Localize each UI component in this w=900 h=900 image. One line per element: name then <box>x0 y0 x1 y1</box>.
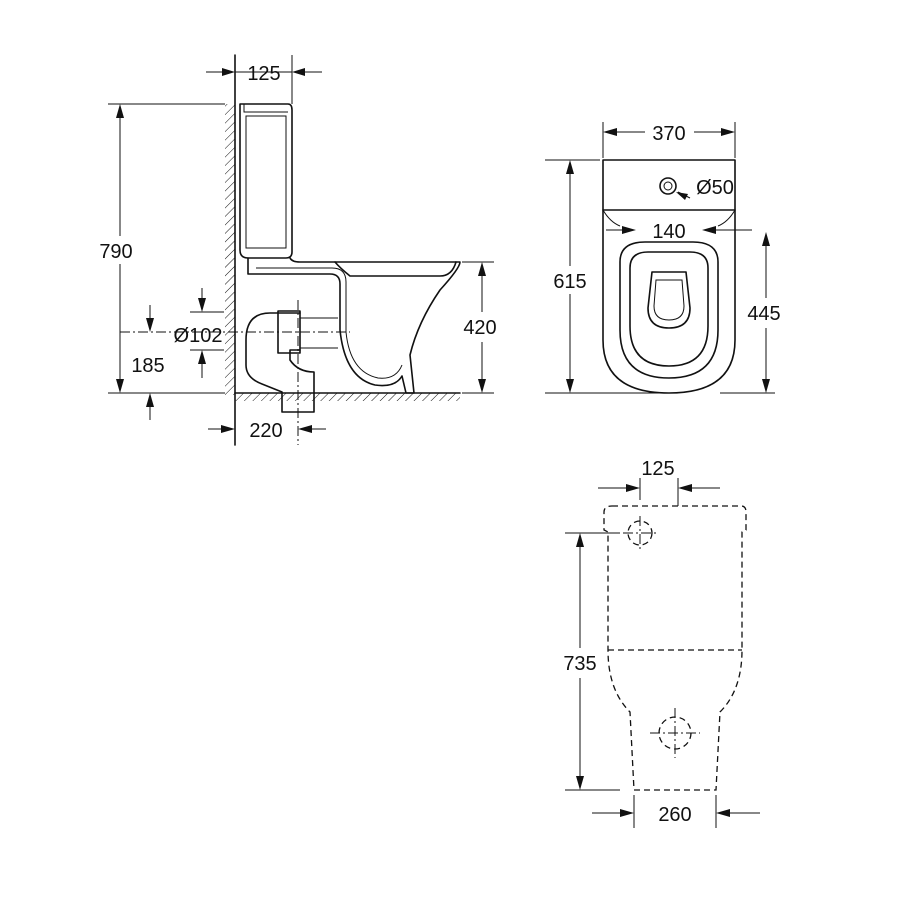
dim-base-width: 260 <box>658 804 691 826</box>
dim-inlet-diameter: Ø50 <box>696 177 734 199</box>
wall-hatch <box>225 104 235 395</box>
drain-hole-inner <box>653 279 685 321</box>
dim-outlet-offset: 220 <box>249 420 282 442</box>
dim-bowl-length: 445 <box>747 303 780 325</box>
top-outline <box>602 159 736 394</box>
spigot <box>300 317 338 349</box>
dim-total-height: 790 <box>99 241 132 263</box>
seat-ring <box>619 241 719 379</box>
floor-hatch <box>235 393 460 401</box>
bowl-outline <box>247 257 461 394</box>
seat <box>334 261 457 277</box>
dim-seat-height: 420 <box>463 317 496 339</box>
dim-outlet-height: 185 <box>131 355 164 377</box>
dim-inlet-offset: 125 <box>641 458 674 480</box>
top-view: Ø50 370 140 615 445 <box>545 122 781 394</box>
inlet-hole-icon <box>627 520 653 546</box>
dim-outlet-diameter: Ø102 <box>174 325 223 347</box>
side-view: 125 790 185 Ø102 420 <box>99 54 497 446</box>
dim-hole-spacing: 735 <box>563 653 596 675</box>
bowl-inner <box>256 267 403 379</box>
cistern-lid <box>243 104 288 113</box>
drain-hole <box>647 271 691 329</box>
flush-button-icon <box>659 177 677 195</box>
dim-inlet-spacing: 140 <box>652 221 685 243</box>
base-outline <box>603 505 747 791</box>
tank-curve <box>602 209 736 227</box>
cistern-outline <box>239 103 293 259</box>
bottom-view: 125 735 260 <box>563 458 760 828</box>
dim-width: 370 <box>652 123 685 145</box>
dim-tank-depth: 125 <box>247 63 280 85</box>
dim-total-length: 615 <box>553 271 586 293</box>
cistern-inner <box>245 115 287 249</box>
bowl-opening <box>629 251 709 367</box>
